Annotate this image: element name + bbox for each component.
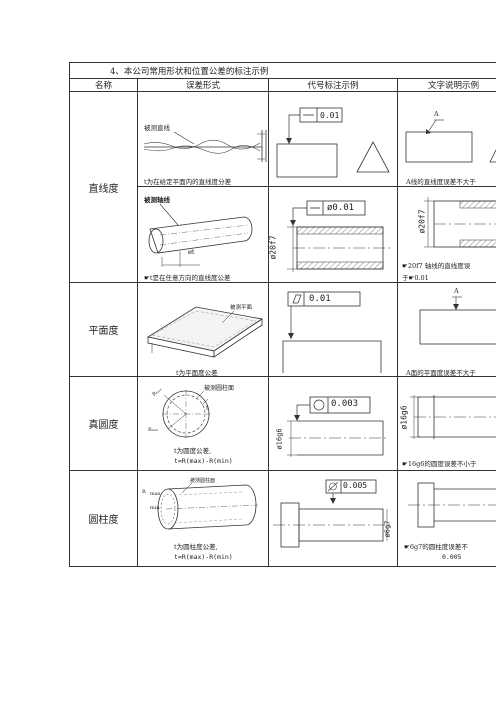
cylindricity-row: 圆柱度 被测圆柱面 R max min t为圆柱度公差, t=R(max)-R(… — [69, 470, 496, 567]
r-min-label-roundness: Rₘᵢₙ — [148, 427, 158, 433]
flatness-code: 0.01 — [268, 282, 398, 377]
roundness-caption-1: t为圆度公差, — [174, 447, 212, 455]
flatness-caption: t为平面度公差 — [176, 369, 218, 377]
cylindricity-text-caption-1: ☛6g7的圆柱度误差不 — [404, 543, 468, 551]
straightness-text-caption-b2: 于☛0.01 — [402, 274, 429, 282]
row-name-cylindricity: 圆柱度 — [69, 470, 138, 567]
roundness-text-caption: ☛16g6的圆度误差不小于 — [402, 460, 477, 468]
axis-frame-drawing — [287, 200, 391, 272]
cylindricity-code: 0.005 ø6g7 — [268, 470, 398, 567]
datum-ref-a: A — [434, 110, 439, 118]
datum-ref-flatness: A — [454, 287, 459, 295]
header-text: 文字说明示例 — [396, 78, 496, 92]
frame-value-straightness-b: ø0.01 — [327, 203, 355, 213]
frame-value-roundness: 0.003 — [331, 399, 359, 409]
axis-straightness-drawing — [148, 203, 253, 267]
flatness-form: 被测平面 t为平面度公差 — [137, 282, 269, 377]
t-mark-axis: øt — [188, 248, 195, 256]
cylindricity-form: 被测圆柱面 R max min t为圆柱度公差, t=R(max)-R(min) — [137, 470, 269, 567]
flatness-text: A A面的平面度误差不大于 — [396, 282, 496, 377]
roundness-frame-drawing — [287, 396, 387, 457]
measured-line-label: 被测直线 — [144, 124, 170, 132]
cylindricity-text-caption-2: 0.005 — [442, 553, 462, 561]
title-row: 4、本公司常用形状和位置公差的标注示例 — [68, 62, 496, 79]
header-form: 误差形式 — [137, 78, 269, 92]
header-code: 代号标注示例 — [268, 78, 398, 92]
straightness-text-caption-b1: ☛20f7 轴线的直线度误 — [402, 262, 471, 270]
measured-cylinder-label-cylindricity: 被测圆柱面 — [190, 478, 216, 484]
table-title: 4、本公司常用形状和位置公差的标注示例 — [68, 62, 496, 79]
roundness-row: 真圆度 被测圆柱面 Rₘₐₓ Rₘᵢₙ t t为圆度公差, t=R( — [69, 376, 496, 471]
straightness-text-caption-a: A线的直线度误差不大于 — [406, 178, 476, 186]
cylindricity-drawing — [157, 482, 259, 530]
r-min-label-cylindricity: min — [150, 505, 160, 511]
frame-value-straightness-a: 0.01 — [320, 111, 340, 120]
tolerance-table: 4、本公司常用形状和位置公差的标注示例 名称 误差形式 代号标注示例 文字说明示… — [68, 62, 496, 567]
text-dimension-straightness-b: ø20f7 — [417, 209, 427, 234]
straightness-code-b: ø0.01 ø20f7 — [268, 186, 398, 283]
row-name-flatness: 平面度 — [69, 282, 138, 377]
straightness-caption-b: ☛t是在任意方向的直线度公差 — [144, 274, 231, 282]
cylindricity-frame-drawing — [273, 479, 391, 548]
roundness-form: 被测圆柱面 Rₘₐₓ Rₘᵢₙ t t为圆度公差, t=R(max)-R(min… — [137, 376, 269, 471]
row-name-roundness: 真圆度 — [69, 376, 138, 471]
cylindricity-text-drawing — [408, 482, 496, 528]
flatness-drawing — [146, 306, 264, 358]
frame-value-flatness: 0.01 — [309, 294, 331, 304]
frame-value-cylindricity: 0.005 — [343, 481, 368, 490]
straightness-frame-drawing — [276, 107, 390, 178]
roundness-drawing — [162, 390, 210, 438]
straightness-caption-a: t为在给定平面内的直线度分差 — [144, 178, 232, 186]
roundness-caption-2: t=R(max)-R(min) — [174, 457, 233, 465]
t-mark-roundness: t — [206, 405, 209, 412]
cylindricity-caption-1: t为圆柱度公差, — [174, 543, 218, 551]
measured-axis-label: 被测轴线 — [144, 196, 170, 204]
measured-cylinder-label-roundness: 被测圆柱面 — [204, 385, 235, 392]
dimension-cylindricity: ø6g7 — [383, 520, 392, 538]
dimension-straightness-b: ø20f7 — [268, 235, 278, 260]
flatness-frame-drawing — [282, 291, 382, 373]
roundness-text: ø16g6 ☛16g6的圆度误差不小于 — [396, 376, 496, 471]
r-max-label-cylindricity: max — [150, 491, 161, 497]
roundness-code: 0.003 ø16g6 — [268, 376, 398, 471]
flatness-row: 平面度 被测平面 t为平面度公差 — [69, 282, 496, 377]
dimension-roundness: ø16g6 — [275, 428, 284, 450]
straightness-text-b: ø20f7 ☛20f7 轴线的直线度误 于☛0.01 — [396, 186, 496, 283]
straightness-form-b: 被测轴线 øt ☛t是在任意方向的直线度公差 — [137, 186, 269, 283]
straightness-line-drawing — [143, 130, 267, 162]
straightness-text-a: A A线的直线度误差不大于 — [396, 91, 496, 187]
straightness-code-a: 0.01 — [268, 91, 398, 187]
header-row: 名称 误差形式 代号标注示例 文字说明示例 — [69, 78, 496, 92]
roundness-text-drawing — [410, 395, 496, 439]
row-name-straightness: 直线度 — [69, 91, 138, 283]
straightness-form-a: 被测直线 t为在给定平面内的直线度分差 — [137, 91, 269, 187]
flatness-text-drawing — [419, 296, 496, 345]
straightness-text-drawing — [405, 119, 496, 163]
r-mark-cylindricity: R — [142, 489, 146, 495]
measured-plane-label: 被测平面 — [230, 305, 253, 311]
header-name: 名称 — [69, 78, 138, 92]
cylindricity-text: ☛6g7的圆柱度误差不 0.005 — [396, 470, 496, 567]
axis-text-drawing — [424, 197, 496, 248]
text-dimension-roundness: ø16g6 — [399, 405, 409, 430]
flatness-text-caption: A面的平面度误差不大于 — [406, 369, 476, 377]
straightness-row-a: 直线度 被测直线 t为在给定平面内的直线度分差 — [69, 91, 496, 283]
cylindricity-caption-2: t=R(max)-R(min) — [174, 553, 233, 561]
